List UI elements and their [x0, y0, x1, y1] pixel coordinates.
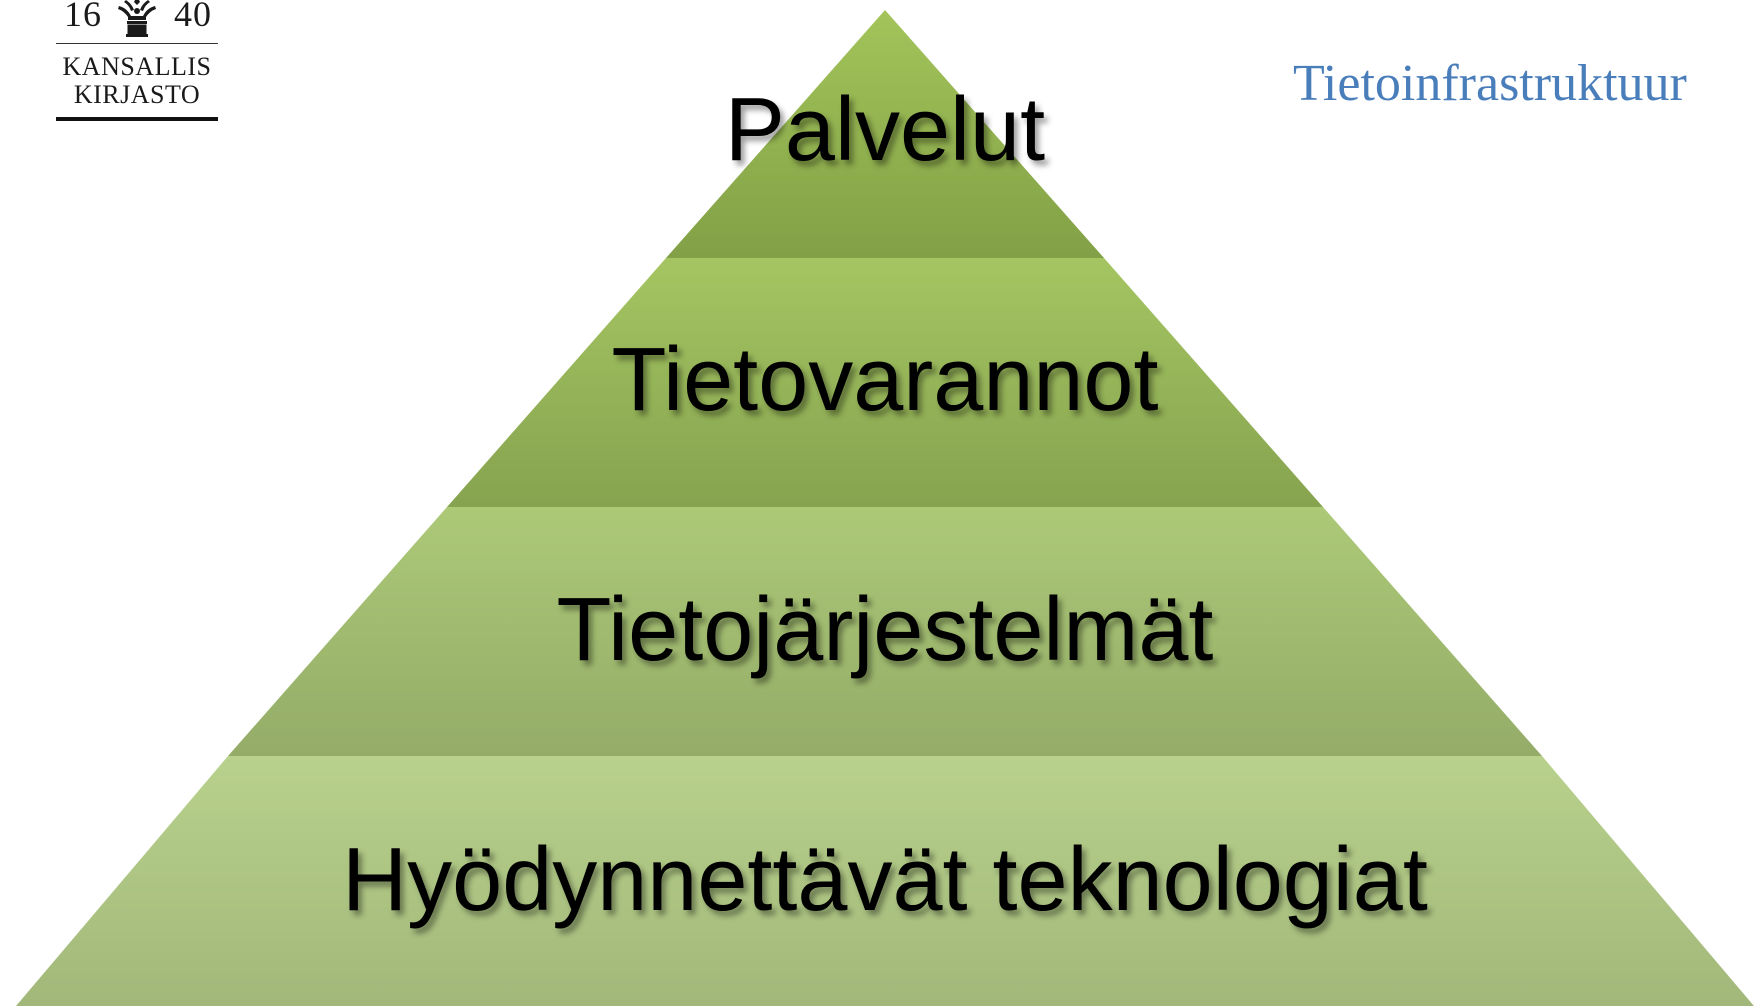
logo-year-left: 16 — [64, 0, 102, 34]
logo-name-line1: KANSALLIS — [62, 52, 212, 81]
tier-label-tietojarjestelmat: Tietojärjestelmät — [556, 580, 1214, 680]
slide-title: Tietoinfrastruktuur — [1293, 55, 1687, 112]
pyramid-tier-1 — [666, 10, 1104, 258]
crown-crest-icon — [118, 0, 156, 37]
kansalliskirjasto-logo: 16 40 KANSALLIS KIRJASTO — [56, 0, 218, 124]
pyramid-tier-4 — [16, 756, 1754, 1006]
tier-label-hyodynnettavat-teknologiat: Hyödynnettävät teknologiat — [342, 830, 1428, 930]
logo-year: 16 40 — [56, 0, 218, 40]
logo-name-line2: KIRJASTO — [73, 80, 201, 109]
pyramid-tier-2 — [447, 258, 1323, 507]
pyramid-tier-3 — [228, 507, 1542, 756]
tier-label-palvelut: Palvelut — [724, 80, 1046, 180]
tier-label-tietovarannot: Tietovarannot — [611, 330, 1159, 430]
logo-year-right: 40 — [174, 0, 212, 34]
logo-divider — [56, 43, 218, 44]
logo-underline — [56, 117, 218, 121]
